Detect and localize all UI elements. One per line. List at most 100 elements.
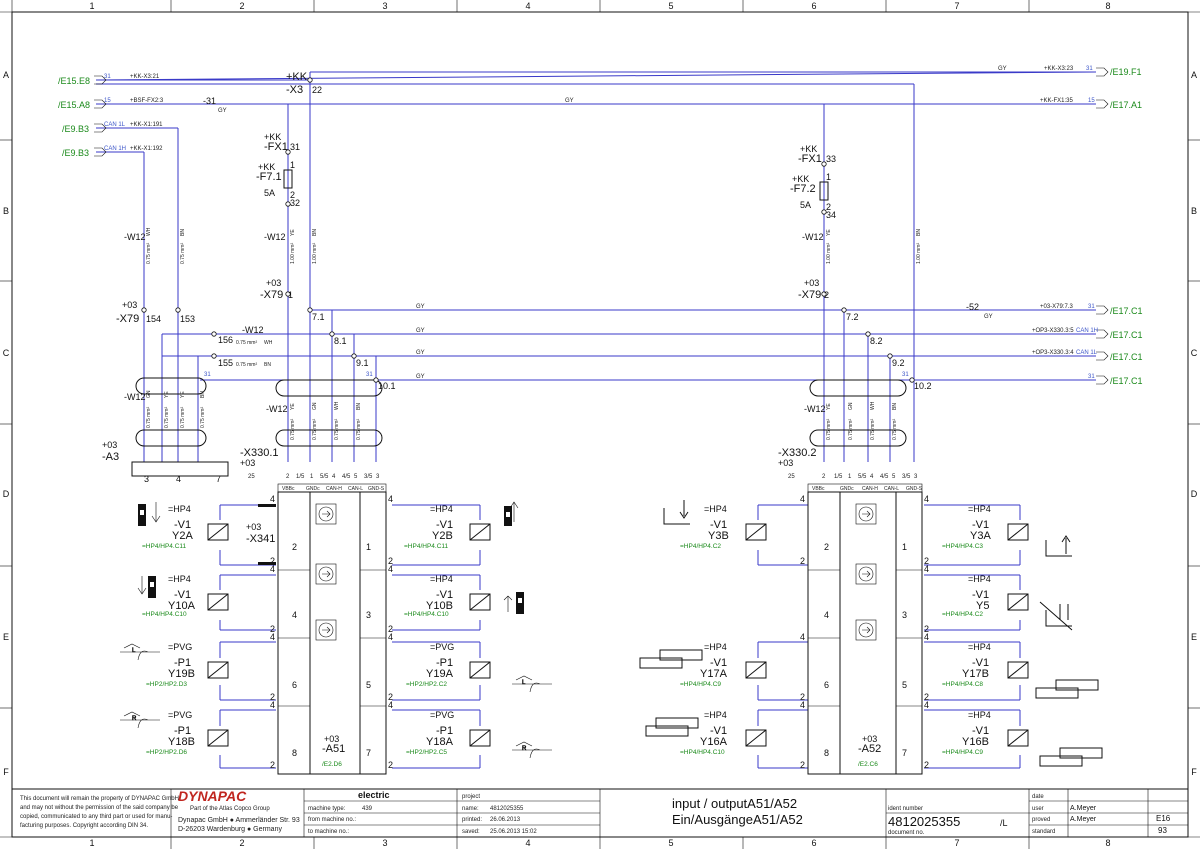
- svg-text:0.75 mm²: 0.75 mm²: [236, 340, 257, 346]
- svg-text:1: 1: [290, 160, 295, 170]
- svg-text:3: 3: [366, 610, 371, 620]
- svg-text:=HP4/HP4.C3: =HP4/HP4.C3: [942, 543, 983, 550]
- svg-text:facturing purposes. Copyright: facturing purposes. Copyright according …: [20, 823, 148, 829]
- svg-text:-V1: -V1: [972, 519, 989, 531]
- svg-text:=PVG: =PVG: [168, 642, 192, 652]
- svg-text:+BSF-FX2:3: +BSF-FX2:3: [130, 98, 164, 104]
- svg-text:=HP4: =HP4: [968, 574, 991, 584]
- svg-text:2: 2: [800, 760, 805, 770]
- svg-text:-A3: -A3: [102, 451, 119, 463]
- svg-text:GNDc: GNDc: [306, 486, 320, 492]
- svg-text:-V1: -V1: [710, 725, 727, 737]
- svg-text:2: 2: [924, 556, 929, 566]
- svg-text:=HP4/HP4.C10: =HP4/HP4.C10: [680, 749, 725, 756]
- svg-text:4: 4: [332, 474, 336, 480]
- svg-text:3/5: 3/5: [902, 474, 911, 480]
- svg-text:and may not without the permis: and may not without the permission of th…: [20, 805, 179, 811]
- svg-text:+KK-X3:23: +KK-X3:23: [1044, 66, 1074, 72]
- svg-text:31: 31: [366, 372, 373, 378]
- svg-text:+KK: +KK: [264, 132, 281, 142]
- svg-text:22: 22: [312, 85, 322, 95]
- svg-text:3: 3: [376, 474, 380, 480]
- raise-icon: [138, 501, 519, 526]
- ref-e17c1: /E17.C1: [1110, 352, 1143, 362]
- svg-text:Y19B: Y19B: [168, 668, 195, 680]
- svg-text:GY: GY: [998, 66, 1007, 72]
- svg-text:33: 33: [826, 154, 836, 164]
- svg-text:439: 439: [362, 806, 373, 812]
- svg-text:=HP4: =HP4: [968, 642, 991, 652]
- svg-text:0.75 mm²: 0.75 mm²: [146, 243, 152, 264]
- svg-text:=PVG: =PVG: [168, 710, 192, 720]
- ref-e17a1: /E17.A1: [1110, 100, 1142, 110]
- svg-text:4: 4: [924, 494, 929, 504]
- svg-text:=HP2/HP2.D3: =HP2/HP2.D3: [146, 681, 187, 688]
- svg-text:=HP4/HP4.C8: =HP4/HP4.C8: [942, 681, 983, 688]
- svg-text:5: 5: [366, 680, 371, 690]
- svg-text:WH: WH: [334, 401, 340, 410]
- col-label: 3: [382, 838, 387, 848]
- svg-text:25.06.2013 15:02: 25.06.2013 15:02: [490, 829, 537, 835]
- svg-text:GN: GN: [312, 402, 318, 410]
- module-a52: 24 68 13 57 44 4 44 44 22 2 22 22 +03 -A…: [800, 491, 929, 775]
- svg-text:A.Meyer: A.Meyer: [1070, 805, 1097, 812]
- svg-text:154: 154: [146, 314, 161, 324]
- solenoid-coils: [207, 523, 1029, 747]
- svg-text:5/5: 5/5: [858, 474, 867, 480]
- svg-text:GY: GY: [416, 304, 425, 310]
- svg-text:=HP4: =HP4: [168, 574, 191, 584]
- svg-text:0.75 mm²: 0.75 mm²: [164, 407, 170, 428]
- svg-text:8: 8: [292, 748, 297, 758]
- svg-text:1.00 mm²: 1.00 mm²: [290, 243, 296, 264]
- svg-text:CAN-H: CAN-H: [326, 486, 342, 492]
- svg-text:YE: YE: [180, 391, 186, 398]
- svg-text:34: 34: [826, 210, 836, 220]
- row-label: A: [1191, 70, 1197, 80]
- svg-text:Y2B: Y2B: [432, 530, 453, 542]
- svg-text:10.1: 10.1: [378, 381, 396, 391]
- svg-text:4: 4: [800, 700, 805, 710]
- svg-text:-A51: -A51: [322, 743, 345, 755]
- svg-text:2: 2: [824, 542, 829, 552]
- svg-text:-W12: -W12: [804, 404, 826, 414]
- svg-text:-V1: -V1: [174, 589, 191, 601]
- svg-text:8: 8: [824, 748, 829, 758]
- svg-text:-V1: -V1: [436, 589, 453, 601]
- svg-text:=HP4/HP4.C2: =HP4/HP4.C2: [680, 543, 721, 550]
- svg-text:4: 4: [800, 632, 805, 642]
- svg-text:=HP4/HP4.C11: =HP4/HP4.C11: [404, 543, 449, 550]
- svg-text:2: 2: [924, 760, 929, 770]
- svg-text:Y2A: Y2A: [172, 530, 193, 542]
- svg-text:-P1: -P1: [174, 725, 191, 737]
- svg-text:0.75 mm²: 0.75 mm²: [334, 419, 340, 440]
- svg-text:Y10A: Y10A: [168, 600, 196, 612]
- svg-text:VBBc: VBBc: [282, 486, 295, 492]
- col-label: 5: [668, 838, 673, 848]
- svg-text:-X330.2: -X330.2: [778, 447, 817, 459]
- svg-text:WH: WH: [870, 401, 876, 410]
- svg-text:6: 6: [824, 680, 829, 690]
- svg-text:4: 4: [388, 700, 393, 710]
- svg-text:0.75 mm²: 0.75 mm²: [892, 419, 898, 440]
- svg-text:6: 6: [292, 680, 297, 690]
- svg-text:=HP4: =HP4: [968, 710, 991, 720]
- svg-text:GY: GY: [416, 374, 425, 380]
- svg-text:+KK: +KK: [800, 144, 817, 154]
- svg-text:-31: -31: [203, 96, 216, 106]
- svg-text:+03: +03: [324, 734, 339, 744]
- svg-text:4: 4: [270, 632, 275, 642]
- svg-text:0.75 mm²: 0.75 mm²: [146, 407, 152, 428]
- svg-text:BN: BN: [180, 229, 186, 236]
- svg-text:Y5: Y5: [976, 600, 989, 612]
- col-label: 7: [954, 1, 959, 11]
- svg-text:copied, communicated to any th: copied, communicated to any third part o…: [20, 814, 172, 820]
- ref-e17c1: /E17.C1: [1110, 376, 1143, 386]
- svg-text:=HP4/HP4.C10: =HP4/HP4.C10: [404, 611, 449, 618]
- svg-text:=HP4: =HP4: [704, 642, 727, 652]
- svg-text:5: 5: [902, 680, 907, 690]
- sheet-code: E16: [1156, 814, 1171, 823]
- svg-text:26.06.2013: 26.06.2013: [490, 817, 521, 823]
- svg-text:-X3: -X3: [286, 84, 303, 96]
